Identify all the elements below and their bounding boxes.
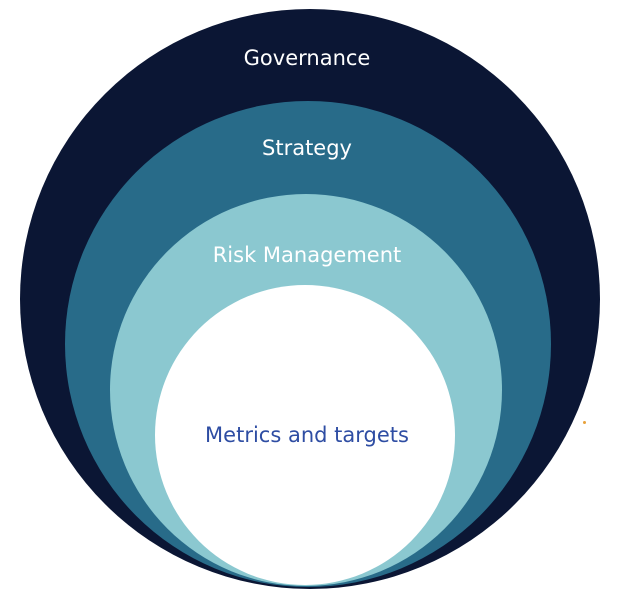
metrics-and-targets-ring	[155, 285, 455, 585]
metrics-and-targets-label: Metrics and targets	[205, 423, 409, 447]
risk-management-label: Risk Management	[213, 243, 402, 267]
governance-label: Governance	[244, 46, 371, 70]
accent-dot	[583, 421, 586, 424]
strategy-label: Strategy	[262, 136, 352, 160]
